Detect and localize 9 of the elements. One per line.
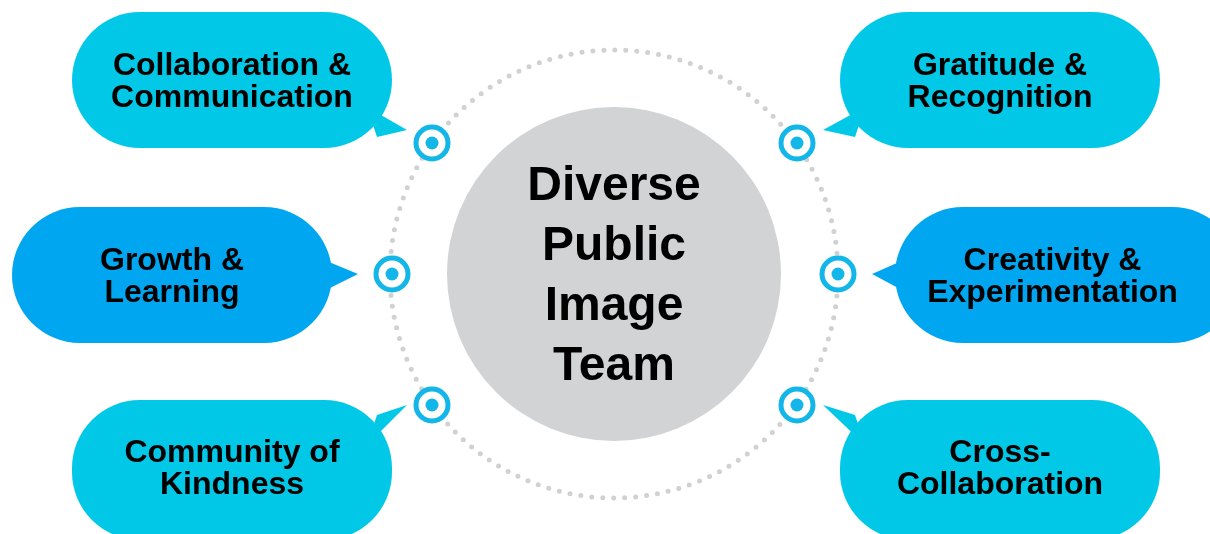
bubble-label: Creativity & Experimentation	[926, 243, 1179, 307]
bubble-label: Growth & Learning	[99, 243, 245, 307]
center-title: Diverse Public Image Team	[526, 156, 702, 392]
bubble-label: Collaboration & Communication	[110, 48, 354, 112]
speech-bubble	[870, 207, 1210, 343]
bubble-label: Cross-Collaboration	[895, 435, 1105, 499]
bubble-label: Gratitude & Recognition	[906, 48, 1094, 112]
bubble-label: Community of Kindness	[123, 435, 341, 499]
center-circle	[447, 107, 781, 441]
